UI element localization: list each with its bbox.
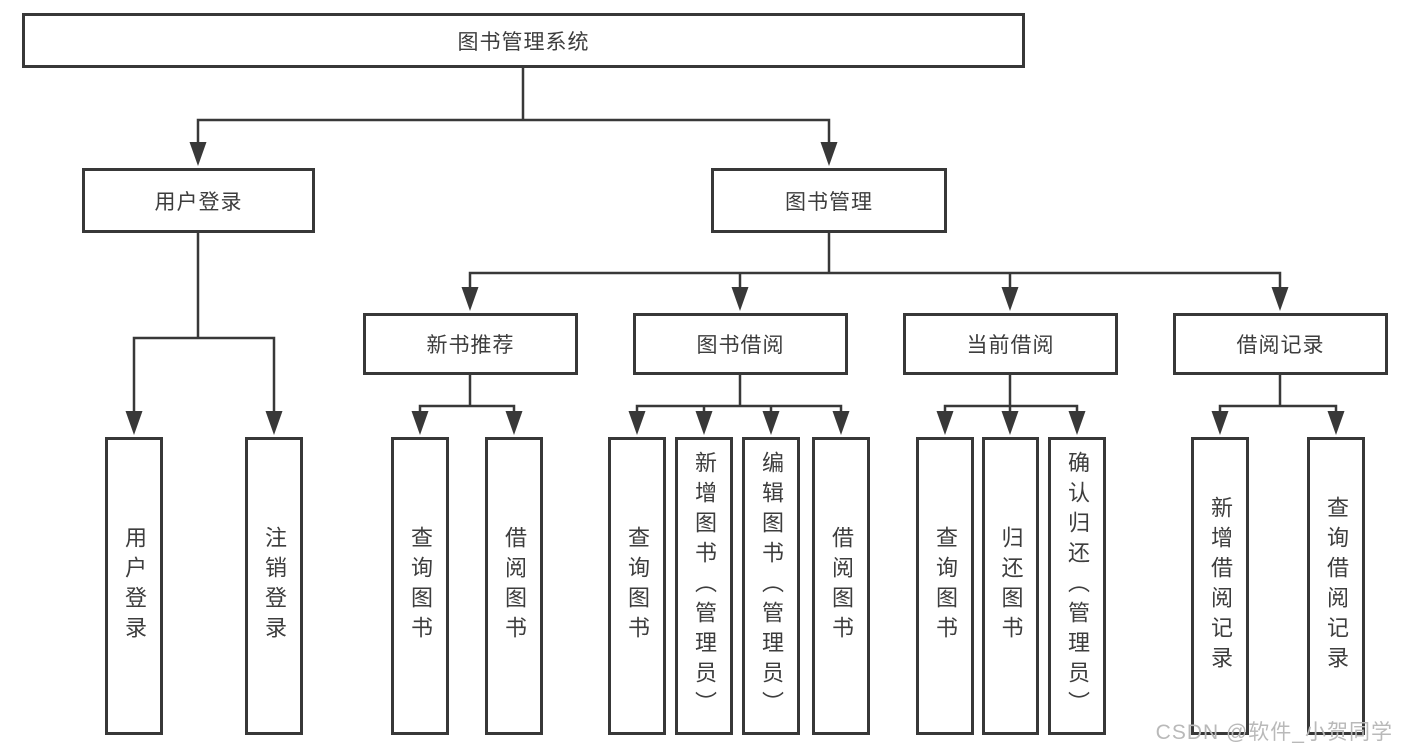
leaf-query-books-borrow: 查询图书 <box>608 437 666 735</box>
arrowhead <box>820 142 838 166</box>
node-new-book-recommend: 新书推荐 <box>363 313 578 375</box>
node-root-label: 图书管理系统 <box>457 30 590 54</box>
node-current-borrow-label: 当前借阅 <box>966 334 1055 357</box>
arrowhead <box>189 142 207 166</box>
arrowhead <box>762 411 780 435</box>
arrowhead <box>265 411 283 435</box>
leaf-borrow-books-recommend: 借阅图书 <box>485 437 543 735</box>
leaf-return-books: 归还图书 <box>982 437 1039 735</box>
leaf-add-book-admin-label: 新增图书（管理员） <box>692 451 717 721</box>
connector-path <box>132 231 276 416</box>
leaf-borrow-books-recommend-label: 借阅图书 <box>502 526 527 646</box>
arrowhead <box>1001 287 1019 311</box>
connector-path <box>943 373 1079 416</box>
connector-path <box>196 66 831 148</box>
csdn-watermark: CSDN @软件_小贺同学 <box>1155 721 1393 744</box>
leaf-add-book-admin: 新增图书（管理员） <box>675 437 733 735</box>
arrowhead <box>461 287 479 311</box>
leaf-query-borrow-record-label: 查询借阅记录 <box>1324 496 1349 676</box>
connector-path <box>1218 373 1338 416</box>
leaf-query-books-borrow-label: 查询图书 <box>625 526 650 646</box>
node-borrow-records-label: 借阅记录 <box>1236 334 1325 357</box>
leaf-user-login: 用户登录 <box>105 437 163 735</box>
arrowhead <box>505 411 523 435</box>
node-book-borrow: 图书借阅 <box>633 313 848 375</box>
node-book-management-label: 图书管理 <box>785 190 873 214</box>
connector-borrow-records-to-leaves <box>1211 373 1345 435</box>
leaf-add-borrow-record-label: 新增借阅记录 <box>1208 496 1233 676</box>
arrowhead <box>936 411 954 435</box>
leaf-query-books-current: 查询图书 <box>916 437 974 735</box>
connector-path <box>468 231 1282 292</box>
node-borrow-records: 借阅记录 <box>1173 313 1388 375</box>
arrowhead <box>1271 287 1289 311</box>
connector-current-borrow-to-leaves <box>936 373 1086 435</box>
leaf-query-borrow-record: 查询借阅记录 <box>1307 437 1365 735</box>
connector-book-management-to-level3 <box>461 231 1289 311</box>
leaf-edit-book-admin-label: 编辑图书（管理员） <box>759 451 784 721</box>
leaf-borrow-books-label: 借阅图书 <box>829 526 854 646</box>
arrowhead <box>125 411 143 435</box>
leaf-edit-book-admin: 编辑图书（管理员） <box>742 437 800 735</box>
leaf-logout: 注销登录 <box>245 437 303 735</box>
arrowhead <box>411 411 429 435</box>
leaf-add-borrow-record: 新增借阅记录 <box>1191 437 1249 735</box>
node-user-login: 用户登录 <box>82 168 315 233</box>
node-root: 图书管理系统 <box>22 13 1025 68</box>
leaf-borrow-books: 借阅图书 <box>812 437 870 735</box>
arrowhead <box>731 287 749 311</box>
node-user-login-label: 用户登录 <box>154 190 243 214</box>
connector-root-to-level2 <box>189 66 838 166</box>
arrowhead <box>832 411 850 435</box>
leaf-logout-label: 注销登录 <box>262 526 287 646</box>
node-book-borrow-label: 图书借阅 <box>696 334 785 357</box>
connector-new-book-recommend-to-leaves <box>411 373 523 435</box>
leaf-query-books-recommend: 查询图书 <box>391 437 449 735</box>
node-current-borrow: 当前借阅 <box>903 313 1118 375</box>
connector-user-login-to-leaves <box>125 231 283 435</box>
connector-path <box>635 373 843 416</box>
connector-book-borrow-to-leaves <box>628 373 850 435</box>
connector-path <box>418 373 516 416</box>
leaf-return-books-label: 归还图书 <box>998 526 1024 646</box>
arrowhead <box>1068 411 1086 435</box>
leaf-confirm-return-admin: 确认归还（管理员） <box>1048 437 1106 735</box>
arrowhead <box>1001 411 1019 435</box>
node-new-book-recommend-label: 新书推荐 <box>426 334 515 357</box>
leaf-query-books-recommend-label: 查询图书 <box>408 526 433 646</box>
arrowhead <box>1327 411 1345 435</box>
leaf-user-login-label: 用户登录 <box>122 526 147 646</box>
arrowhead <box>628 411 646 435</box>
node-book-management: 图书管理 <box>711 168 947 233</box>
arrowhead <box>695 411 713 435</box>
arrowhead <box>1211 411 1229 435</box>
leaf-confirm-return-admin-label: 确认归还（管理员） <box>1065 451 1090 721</box>
leaf-query-books-current-label: 查询图书 <box>933 526 958 646</box>
